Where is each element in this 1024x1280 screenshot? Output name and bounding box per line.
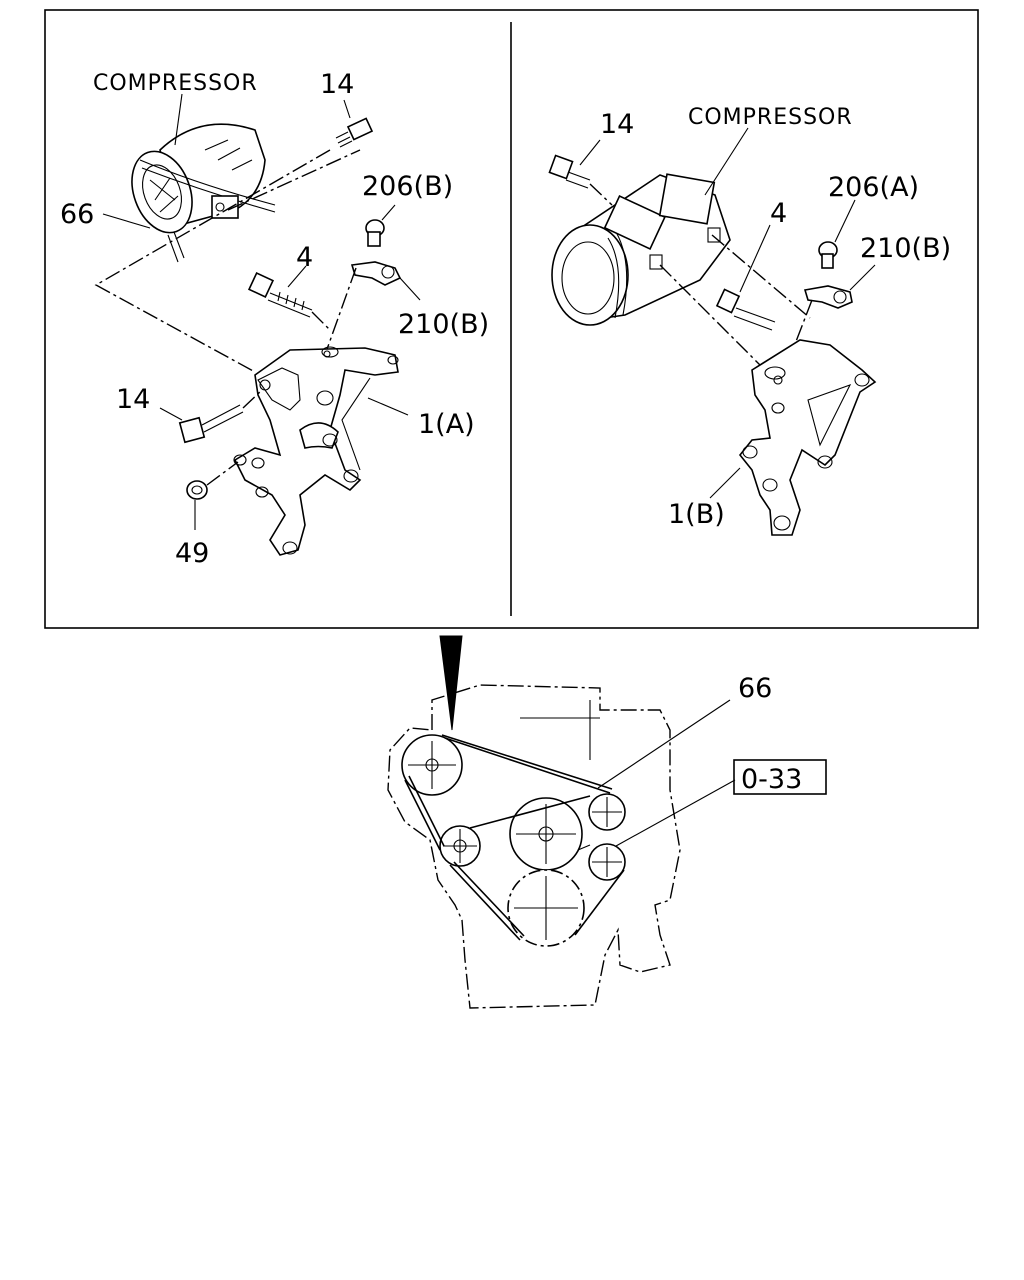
pulley-water-pump: [509, 797, 583, 871]
label-belt-left: 66: [60, 199, 94, 230]
label-bracket-right: 1(B): [668, 499, 725, 530]
right-plug-206a: [818, 241, 838, 269]
label-nut-left: 49: [175, 538, 209, 569]
label-bolt-right: 14: [600, 109, 634, 140]
left-compressor: [131, 123, 276, 263]
label-clip-right: 210(B): [860, 233, 951, 264]
view-indicator-arrow: [439, 635, 463, 731]
label-bolt-top-left: 14: [320, 69, 354, 100]
pulley-crankshaft: [507, 869, 585, 947]
label-bolt-side-left: 14: [116, 384, 150, 415]
right-bracket-1b: [738, 339, 877, 536]
pulley-alternator: [588, 793, 626, 831]
engine-front-view: 66 0-33: [387, 635, 827, 1009]
compressor-label-right: COMPRESSOR: [688, 105, 853, 130]
label-clip-left: 210(B): [398, 309, 489, 340]
label-stud-right: 4: [770, 198, 787, 229]
left-panel: COMPRESSOR 14 66 206(B) 210(B): [60, 69, 489, 569]
pulley-compressor: [401, 734, 463, 796]
reference-box-label[interactable]: 0-33: [741, 764, 802, 795]
compressor-label-left: COMPRESSOR: [93, 71, 258, 96]
right-stud-4: [715, 288, 776, 331]
label-plug-left: 206(B): [362, 171, 453, 202]
label-plug-right: 206(A): [828, 172, 919, 203]
left-clip-210b: [350, 261, 402, 286]
left-nut-49: [186, 480, 208, 500]
engine-outline: [387, 684, 681, 1009]
left-bolt-top: [335, 117, 374, 148]
left-bracket-1a: [233, 346, 399, 556]
pulley-idler-left: [439, 825, 481, 867]
label-belt-engine: 66: [738, 673, 772, 704]
drive-belt: [404, 734, 625, 941]
left-bolt-side: [178, 404, 244, 444]
right-clip-210b: [803, 285, 853, 309]
right-bolt-14: [548, 154, 591, 189]
compressor-leader-left: [174, 93, 183, 146]
reference-box[interactable]: [733, 759, 827, 795]
label-stud-left: 4: [296, 242, 313, 273]
right-panel: COMPRESSOR 14 4 206(A): [548, 105, 951, 536]
right-compressor: [551, 173, 731, 326]
pulley-tensioner: [588, 843, 626, 881]
left-stud-4: [247, 271, 313, 318]
left-plug-206b: [365, 219, 385, 247]
label-bracket-left: 1(A): [418, 409, 475, 440]
assembly-line-left: [94, 149, 331, 373]
diagram-frame: [44, 9, 979, 629]
